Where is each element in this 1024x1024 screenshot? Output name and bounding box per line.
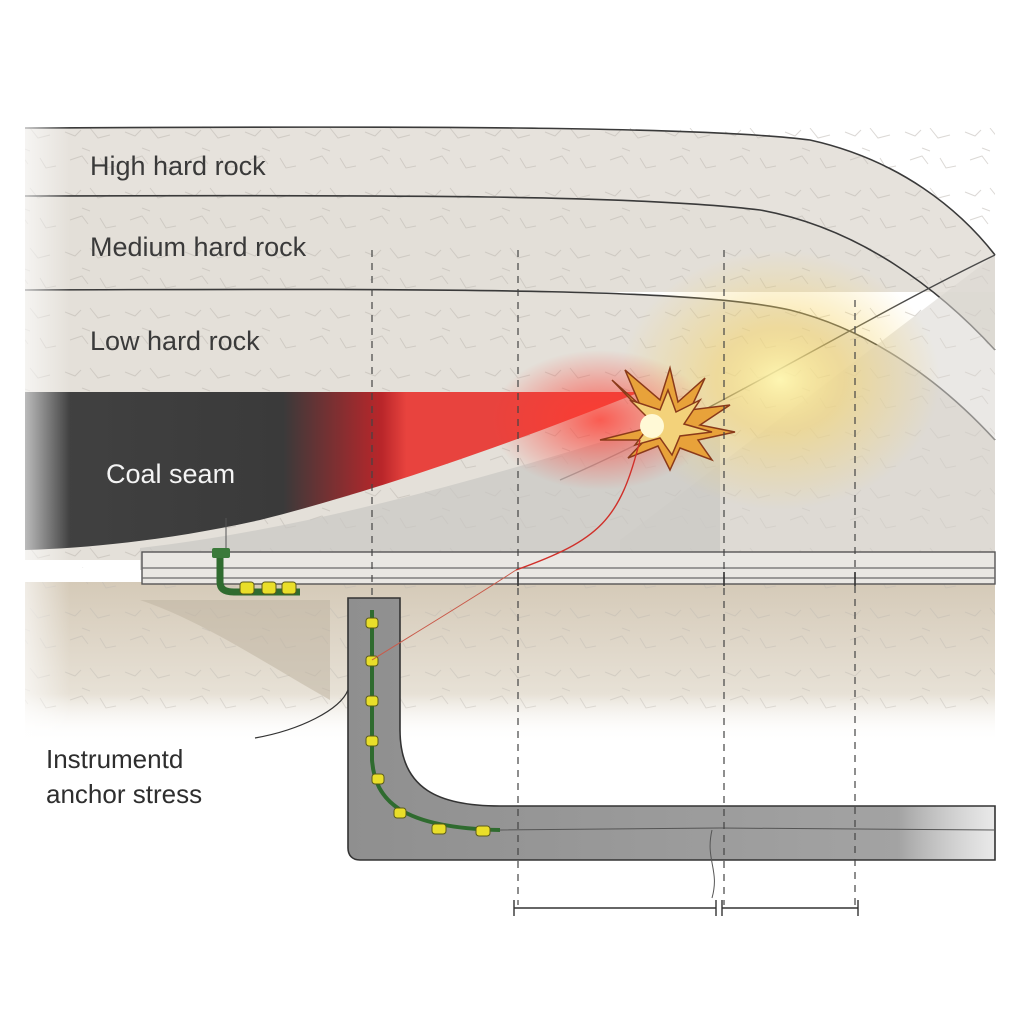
- instrumented-borehole: [347, 597, 996, 861]
- label-instrument-line2: anchor stress: [46, 779, 202, 809]
- label-low-hard-rock: Low hard rock: [90, 326, 260, 356]
- label-medium-hard-rock: Medium hard rock: [90, 232, 307, 262]
- label-high-hard-rock: High hard rock: [90, 151, 266, 181]
- dimension-line: [513, 829, 859, 916]
- roadway-floor: [141, 551, 996, 585]
- rock-burst: [371, 250, 940, 661]
- anchor-head: [212, 518, 300, 596]
- dimension-ticks: [517, 572, 856, 586]
- anchor-cable: [370, 610, 501, 832]
- instrument-leader: [254, 689, 349, 739]
- strain-sensors: [365, 617, 491, 837]
- coal-seam-layer: [25, 392, 640, 550]
- label-coal-seam: Coal seam: [106, 459, 235, 489]
- label-instrument-line1: Instrumentd: [46, 744, 183, 774]
